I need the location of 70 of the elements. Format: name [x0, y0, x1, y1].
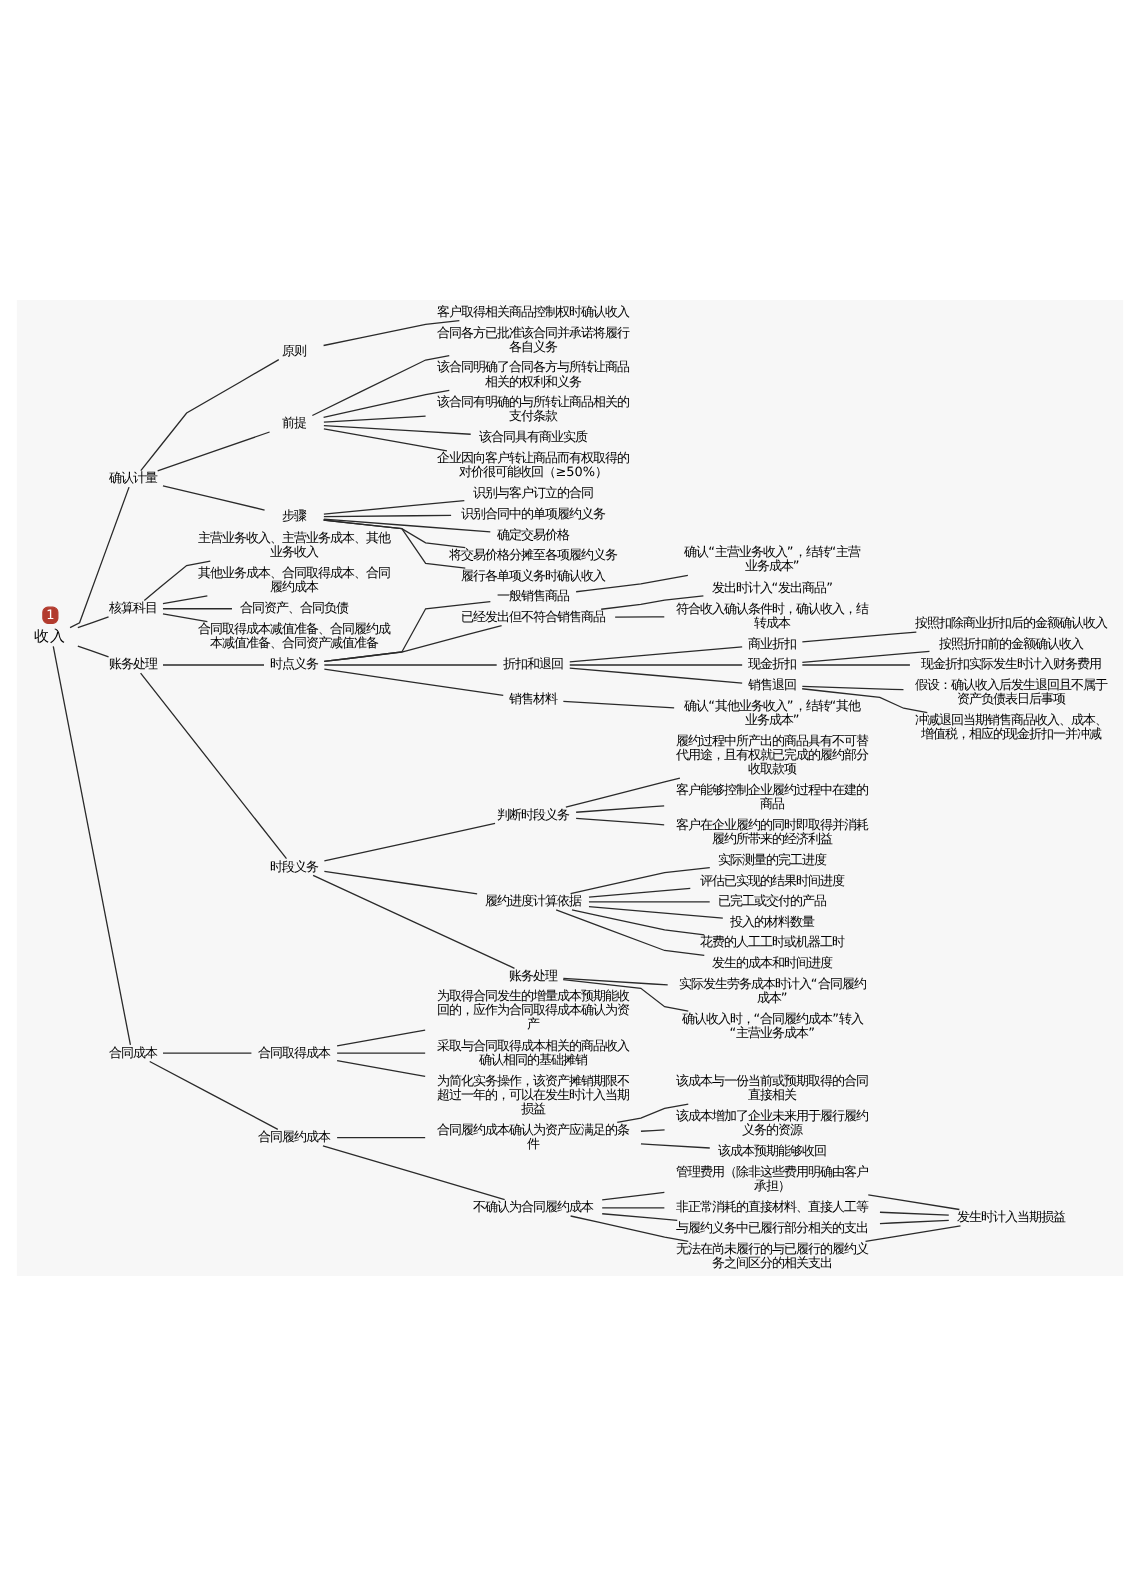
connector — [600, 595, 705, 610]
connector — [640, 1129, 666, 1132]
connector — [562, 700, 675, 709]
connector — [801, 631, 917, 643]
connector — [588, 901, 711, 903]
connector — [162, 613, 208, 623]
connector — [77, 645, 110, 658]
connector — [879, 1211, 950, 1216]
connector — [323, 415, 427, 423]
connector — [801, 685, 905, 691]
connector — [140, 359, 280, 472]
connector — [322, 519, 466, 569]
connector — [336, 1136, 426, 1139]
connector — [322, 1145, 506, 1201]
connector — [571, 909, 705, 936]
connector — [601, 1213, 678, 1221]
connector — [311, 355, 450, 417]
connector — [312, 874, 516, 969]
connector — [601, 1191, 665, 1201]
connector — [139, 672, 288, 860]
connector — [575, 574, 689, 593]
connector — [601, 1207, 665, 1209]
connector — [162, 664, 265, 666]
connector — [162, 485, 266, 511]
connector — [52, 645, 132, 1046]
connector — [640, 1143, 711, 1149]
connector — [879, 1219, 950, 1225]
connector — [801, 650, 931, 664]
connector — [801, 664, 911, 666]
connector — [322, 389, 450, 419]
connector — [323, 514, 452, 518]
connector — [569, 664, 743, 666]
connector — [162, 608, 233, 610]
connector — [323, 424, 472, 435]
connector — [77, 616, 110, 629]
connector — [565, 777, 681, 808]
connector — [555, 909, 705, 956]
connector — [336, 1052, 426, 1054]
connector — [562, 979, 689, 1012]
connector — [575, 817, 665, 826]
connector — [575, 805, 665, 813]
connector — [336, 1060, 426, 1077]
connector — [323, 870, 478, 895]
connector — [588, 887, 691, 898]
connector — [323, 428, 448, 452]
connector — [323, 664, 498, 666]
connector — [867, 1194, 961, 1211]
connector — [162, 1052, 253, 1054]
connector — [143, 560, 211, 602]
connector — [569, 667, 743, 684]
connector — [162, 595, 208, 605]
connector — [562, 977, 669, 986]
connector — [588, 905, 724, 919]
connector — [569, 866, 711, 895]
connector — [323, 822, 496, 862]
connector — [323, 668, 504, 696]
connector — [569, 646, 743, 663]
connector — [157, 431, 271, 472]
connector — [801, 688, 928, 714]
connector — [569, 1215, 689, 1243]
connector — [322, 319, 460, 347]
connector — [323, 624, 503, 663]
connector — [864, 1225, 962, 1242]
connector — [616, 1103, 689, 1124]
connector — [336, 1029, 426, 1047]
connector — [614, 616, 665, 618]
connector — [323, 518, 491, 533]
connector — [323, 499, 465, 515]
connector — [69, 486, 130, 629]
connector — [149, 1060, 279, 1131]
